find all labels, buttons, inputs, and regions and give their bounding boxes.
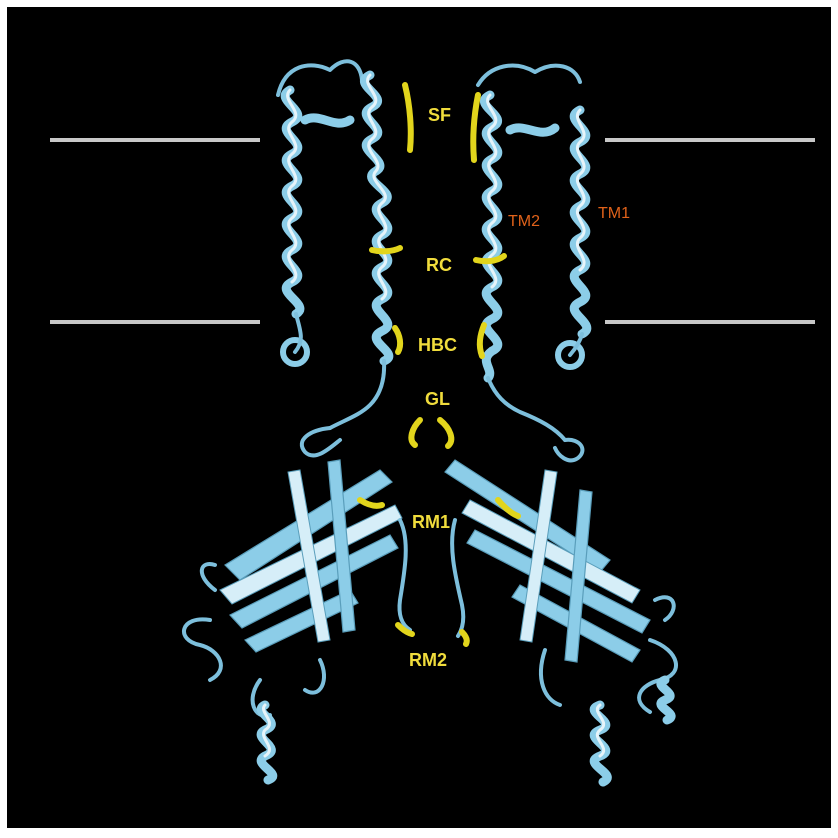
left-pore-helix [305, 118, 350, 123]
left-ctd-bottom-helix [261, 705, 273, 780]
label-rm1: RM1 [412, 512, 450, 532]
right-ctd-bottom-helix [594, 705, 607, 782]
label-rc: RC [426, 255, 452, 275]
label-tm1: TM1 [598, 205, 630, 222]
label-sf: SF [428, 105, 451, 125]
label-rm2: RM2 [409, 650, 447, 670]
left-helix-tm1 [285, 90, 300, 314]
left-rc-highlight [372, 248, 400, 251]
right-helix-tm1 [574, 110, 587, 334]
label-tm2: TM2 [508, 213, 540, 230]
right-pore-helix [510, 128, 555, 132]
label-gl: GL [425, 389, 450, 409]
label-hbc: HBC [418, 335, 457, 355]
